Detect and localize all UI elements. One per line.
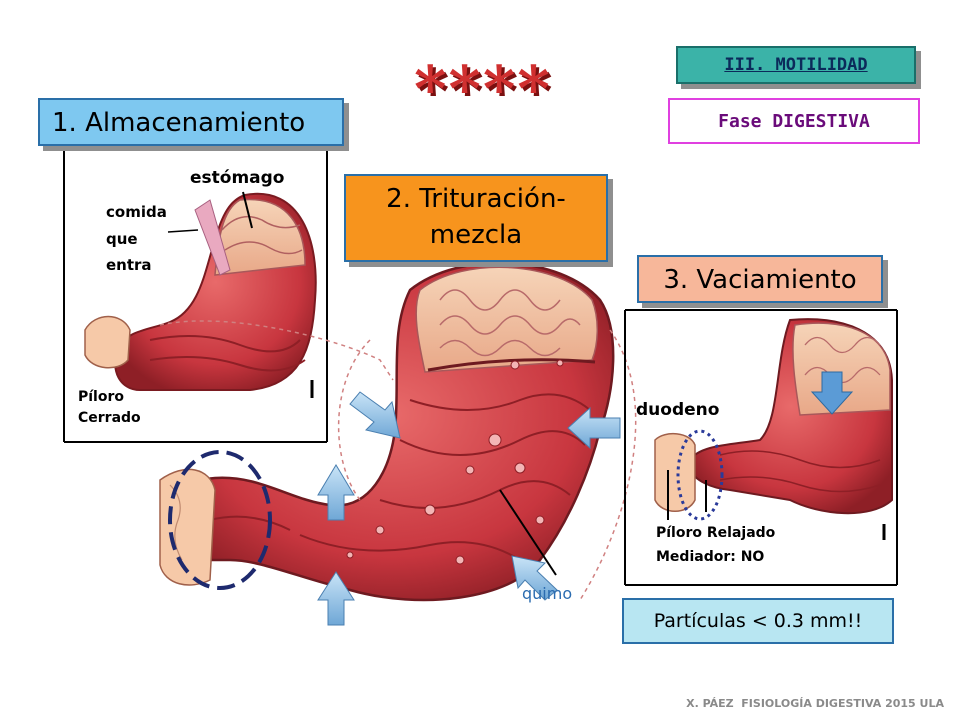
entra-label: entra — [106, 256, 152, 274]
stomach-small-illustration — [84, 191, 317, 391]
stage-2-title-box: 2. Trituración- mezcla — [344, 174, 608, 262]
stage-3-title-box: 3. Vaciamiento — [637, 255, 883, 303]
arrow-up-bottom-icon — [317, 571, 355, 626]
arrow-up-icon — [317, 464, 355, 521]
quimo-label: quimo — [522, 584, 573, 603]
panel-1-frame — [63, 149, 328, 443]
arrow-down-icon — [810, 371, 854, 415]
estomago-label: estómago — [190, 168, 285, 188]
stomach-emptying-illustration — [654, 318, 893, 520]
piloro-relajado-label: Píloro Relajado — [656, 525, 776, 541]
arrow-down-left-icon — [349, 391, 401, 439]
stage-2-title-line1: 2. Trituración- — [386, 184, 566, 214]
mediador-label: Mediador: NO — [656, 549, 765, 565]
piloro-cerrado-label-1: Píloro — [78, 389, 124, 405]
arrow-up-left-icon — [511, 555, 558, 601]
footer-credit: X. PÁEZ FISIOLOGÍA DIGESTIVA 2015 ULA — [686, 697, 944, 710]
arrow-icons — [317, 391, 621, 626]
stage-3-title: 3. Vaciamiento — [663, 265, 857, 295]
stage-1-title: 1. Almacenamiento — [52, 108, 306, 138]
stars-decoration: **** — [414, 52, 552, 125]
pylorus-highlight-circle — [168, 450, 272, 590]
stage-1-title-box: 1. Almacenamiento — [38, 98, 344, 146]
stage-2-title-line2: mezcla — [429, 220, 523, 250]
fase-label: Fase DIGESTIVA — [718, 111, 870, 132]
stomach-large-illustration — [159, 261, 637, 602]
que-label: que — [106, 230, 138, 248]
particulas-box: Partículas < 0.3 mm!! — [622, 598, 894, 644]
motilidad-label: III. MOTILIDAD — [724, 55, 868, 75]
particulas-label: Partículas < 0.3 mm!! — [653, 610, 863, 632]
piloro-cerrado-label-2: Cerrado — [78, 410, 141, 426]
duodeno-label: duodeno — [636, 400, 720, 420]
pylorus-relaxed-circle — [676, 429, 724, 521]
comida-label: comida — [106, 203, 167, 221]
arrow-left-icon — [567, 406, 621, 450]
fase-badge: Fase DIGESTIVA — [668, 98, 920, 144]
motilidad-badge: III. MOTILIDAD — [676, 46, 916, 84]
panel-3-frame — [624, 309, 898, 586]
